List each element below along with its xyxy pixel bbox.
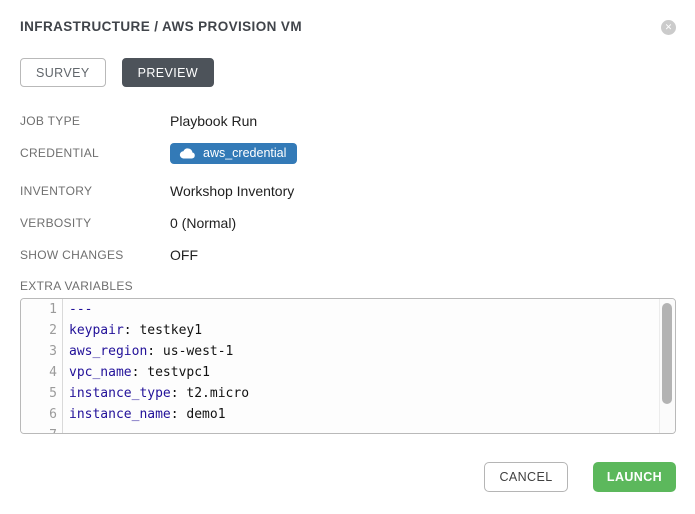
editor-scrollbar-track[interactable]: [659, 299, 675, 433]
tab-preview[interactable]: PREVIEW: [121, 58, 215, 87]
credential-label: CREDENTIAL: [20, 146, 100, 160]
yaml-value: : us-west-1: [147, 344, 234, 359]
yaml-key: ---: [69, 302, 93, 317]
yaml-value: : demo1: [170, 407, 226, 422]
inventory-value: Workshop Inventory: [170, 183, 295, 199]
line-number: 2: [21, 320, 63, 341]
line-number: 3: [21, 341, 63, 362]
credential-badge-label: aws_credential: [203, 146, 287, 160]
credential-badge[interactable]: aws_credential: [170, 143, 298, 164]
job-details: JOB TYPE Playbook Run CREDENTIAL aws_cre…: [20, 113, 676, 263]
editor-line: 7: [21, 425, 675, 433]
page-title: INFRASTRUCTURE / AWS PROVISION VM: [20, 19, 302, 34]
line-number: 7: [21, 425, 63, 433]
close-glyph: ✕: [664, 22, 673, 32]
line-number: 1: [21, 299, 63, 320]
editor-line: 2 keypair: testkey1: [21, 320, 675, 341]
cloud-icon: [179, 147, 196, 159]
modal-header: INFRASTRUCTURE / AWS PROVISION VM ✕: [20, 18, 676, 35]
verbosity-value: 0 (Normal): [170, 215, 237, 231]
line-number: 6: [21, 404, 63, 425]
modal-footer: CANCEL LAUNCH: [20, 462, 676, 492]
editor-line: 3 aws_region: us-west-1: [21, 341, 675, 362]
close-icon[interactable]: ✕: [661, 20, 676, 35]
tab-survey[interactable]: SURVEY: [20, 58, 106, 87]
detail-row-verbosity: VERBOSITY 0 (Normal): [20, 215, 676, 231]
editor-line: 4 vpc_name: testvpc1: [21, 362, 675, 383]
extra-variables-label: EXTRA VARIABLES: [20, 279, 133, 293]
detail-row-show-changes: SHOW CHANGES OFF: [20, 247, 676, 263]
launch-button[interactable]: LAUNCH: [593, 462, 676, 492]
yaml-key: keypair: [69, 323, 124, 338]
editor-scrollbar-thumb[interactable]: [662, 303, 672, 404]
job-type-value: Playbook Run: [170, 113, 258, 129]
yaml-key: instance_name: [69, 407, 171, 422]
yaml-value: : t2.micro: [170, 386, 250, 401]
line-number: 5: [21, 383, 63, 404]
yaml-value: : testvpc1: [131, 365, 210, 380]
show-changes-value: OFF: [170, 247, 198, 263]
detail-row-credential: CREDENTIAL aws_credential: [20, 143, 676, 164]
extra-variables-editor[interactable]: 1 --- 2 keypair: testkey1 3 aws_region: …: [20, 298, 676, 434]
verbosity-label: VERBOSITY: [20, 216, 92, 230]
detail-row-job-type: JOB TYPE Playbook Run: [20, 113, 676, 129]
job-type-label: JOB TYPE: [20, 114, 81, 128]
tab-bar: SURVEY PREVIEW: [20, 58, 676, 87]
yaml-key: vpc_name: [69, 365, 132, 380]
yaml-key: aws_region: [69, 344, 148, 359]
show-changes-label: SHOW CHANGES: [20, 248, 124, 262]
editor-line: 6 instance_name: demo1: [21, 404, 675, 425]
editor-line: 1 ---: [21, 299, 675, 320]
yaml-value: : testkey1: [123, 323, 203, 338]
yaml-key: instance_type: [69, 386, 171, 401]
editor-line: 5 instance_type: t2.micro: [21, 383, 675, 404]
cancel-button[interactable]: CANCEL: [484, 462, 568, 492]
inventory-label: INVENTORY: [20, 184, 93, 198]
line-number: 4: [21, 362, 63, 383]
detail-row-inventory: INVENTORY Workshop Inventory: [20, 183, 676, 199]
